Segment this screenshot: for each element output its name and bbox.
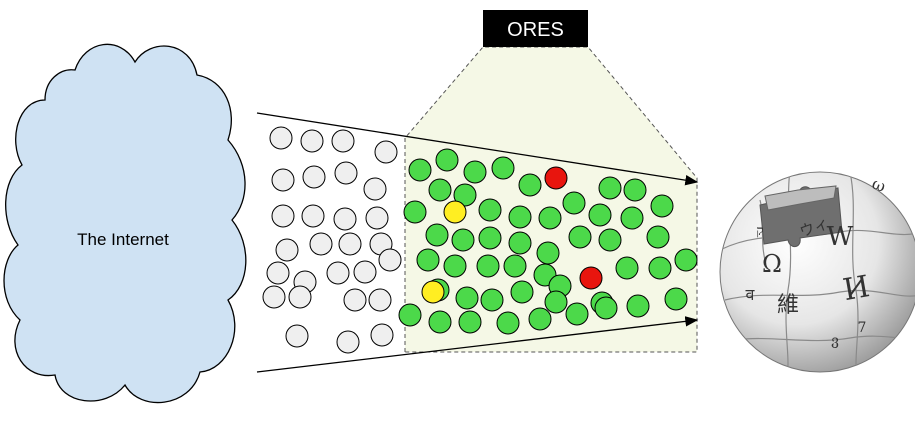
unscored-edit-circle — [302, 165, 326, 189]
good-edit-circle — [664, 287, 688, 311]
good-edit-circle — [453, 183, 477, 207]
good-edit-circle — [536, 241, 560, 265]
good-edit-circle — [615, 256, 639, 280]
unscored-edit-circle — [343, 288, 367, 312]
good-edit-circle — [478, 226, 502, 250]
good-edit-circle — [623, 178, 647, 202]
unscored-edit-circle — [262, 285, 286, 309]
unscored-edit-circle — [269, 126, 293, 150]
globe-glyph: Ω — [762, 250, 782, 278]
good-edit-circle — [476, 254, 500, 278]
unscored-edit-circle — [275, 238, 299, 262]
unscored-edit-circle — [271, 168, 295, 192]
unscored-edit-circle — [336, 330, 360, 354]
cloud-shape — [3, 43, 247, 404]
unscored-edit-circle — [309, 232, 333, 256]
unscored-edit-circle — [363, 177, 387, 201]
good-edit-circle — [562, 191, 586, 215]
stream-upper-arrow — [256, 112, 699, 186]
good-edit-circle — [544, 290, 568, 314]
unscored-edit-circle — [374, 140, 398, 164]
good-edit-circle — [428, 178, 452, 202]
unscored-edit-circle — [285, 324, 309, 348]
good-edit-circle — [435, 148, 459, 172]
good-edit-circle — [626, 294, 650, 318]
globe-glyph: И — [840, 269, 872, 308]
damaging-edit-circle — [579, 266, 603, 290]
good-edit-circle — [463, 160, 487, 184]
unscored-edit-circle — [271, 204, 295, 228]
good-edit-circle — [451, 228, 475, 252]
unscored-edit-circle — [338, 232, 362, 256]
internet-cloud: The Internet — [3, 43, 247, 404]
globe-glyph: ω — [870, 174, 889, 196]
uncertain-edit-circle — [443, 200, 467, 224]
good-edit-circle — [458, 310, 482, 334]
missing-piece-edge — [764, 185, 837, 211]
good-edit-circle — [620, 206, 644, 230]
globe-glyph: ק — [756, 223, 764, 239]
good-edit-circle — [425, 223, 449, 247]
good-edit-circle — [443, 254, 467, 278]
unscored-edit-circle — [266, 261, 290, 285]
edit-circles — [262, 126, 698, 354]
unscored-edit-circle — [331, 129, 355, 153]
globe-glyph: W — [827, 222, 854, 252]
good-edit-circle — [565, 302, 589, 326]
good-edit-circle — [398, 303, 422, 327]
good-edit-circle — [588, 203, 612, 227]
damaging-edit-circle — [544, 166, 568, 190]
unscored-edit-circle — [334, 161, 358, 185]
good-edit-circle — [508, 205, 532, 229]
unscored-edit-circle — [365, 206, 389, 230]
good-edit-circle — [646, 225, 670, 249]
unscored-edit-circle — [333, 207, 357, 231]
good-edit-circle — [674, 248, 698, 272]
good-edit-circle — [491, 156, 515, 180]
stream-lower-arrow — [256, 316, 699, 373]
good-edit-circle — [428, 310, 452, 334]
good-edit-circle — [455, 286, 479, 310]
good-edit-circle — [496, 311, 520, 335]
ores-label: ORES — [507, 19, 564, 41]
unscored-edit-circle — [300, 129, 324, 153]
cloud-label: The Internet — [77, 230, 169, 249]
good-edit-circle — [508, 231, 532, 255]
good-edit-circle — [568, 225, 592, 249]
ores-label-box: ORES — [483, 10, 588, 47]
uncertain-edit-circle — [421, 280, 445, 304]
unscored-edit-circle — [301, 204, 325, 228]
unscored-edit-circle — [378, 248, 402, 272]
good-edit-circle — [403, 200, 427, 224]
good-edit-circle — [650, 194, 674, 218]
unscored-edit-circle — [326, 261, 350, 285]
globe-glyph: व — [746, 285, 756, 304]
globe-glyph: 7 — [858, 320, 867, 336]
good-edit-circle — [598, 176, 622, 200]
good-edit-circle — [416, 248, 440, 272]
unscored-edit-circle — [353, 260, 377, 284]
good-edit-circle — [528, 307, 552, 331]
good-edit-circle — [503, 254, 527, 278]
good-edit-circle — [594, 296, 618, 320]
good-edit-circle — [510, 280, 534, 304]
good-edit-circle — [408, 158, 432, 182]
unscored-edit-circle — [288, 285, 312, 309]
good-edit-circle — [518, 173, 542, 197]
good-edit-circle — [538, 206, 562, 230]
globe-glyph: 維 — [777, 293, 799, 318]
good-edit-circle — [480, 288, 504, 312]
good-edit-circle — [598, 228, 622, 252]
good-edit-circle — [478, 198, 502, 222]
globe-glyph: ვ — [831, 333, 839, 349]
unscored-edit-circle — [370, 323, 394, 347]
good-edit-circle — [648, 256, 672, 280]
unscored-edit-circle — [368, 288, 392, 312]
ores-box — [483, 10, 588, 47]
